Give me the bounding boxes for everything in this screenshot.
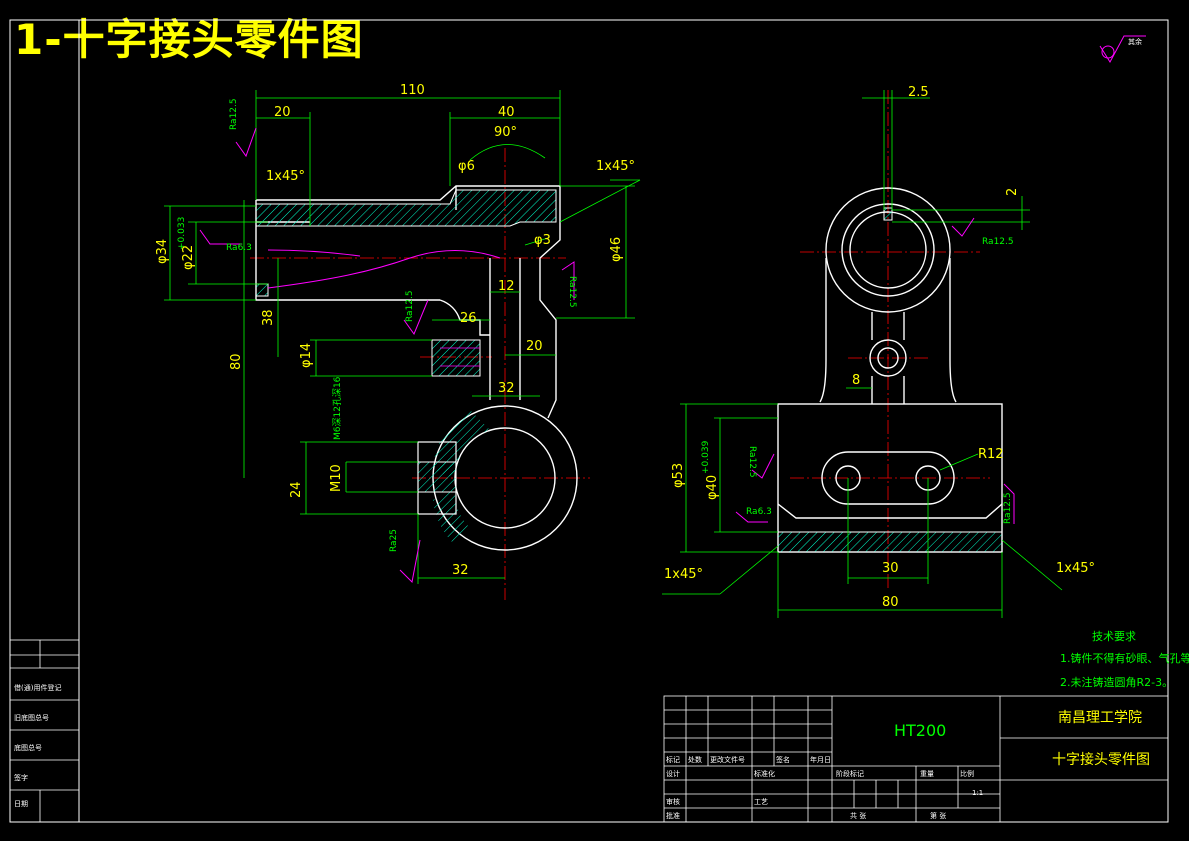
dim-text: φ40 <box>705 475 720 500</box>
outer-frame <box>9 19 1169 823</box>
tech-req-heading: 技术要求 <box>1092 630 1136 643</box>
dim-text: 80 <box>882 595 899 610</box>
dim-text: 20 <box>274 105 291 120</box>
tb-label: 签名 <box>776 755 790 764</box>
dim-text: 30 <box>882 561 899 576</box>
dim-text: φ34 <box>155 239 170 264</box>
tb-label: 重量 <box>920 770 934 778</box>
roughness-label: Ra12.5 <box>747 446 757 478</box>
dim-text: 8 <box>852 373 860 388</box>
strip-label: 旧底图总号 <box>14 713 49 722</box>
roughness-label: Ra12.5 <box>982 237 1014 247</box>
scale-value: 1:1 <box>972 789 983 797</box>
dim-text: 80 <box>229 353 244 370</box>
strip-label: 借(通)用件登记 <box>14 683 61 692</box>
dim-text: 1x45° <box>664 567 703 582</box>
dim-text: +0.033 <box>177 217 187 250</box>
tb-label: 标记 <box>666 755 680 764</box>
tb-label: 第 张 <box>930 811 946 820</box>
dim-text: 32 <box>498 381 515 396</box>
dim-text: 1x45° <box>596 159 635 174</box>
tb-label: 审核 <box>666 797 680 806</box>
dim-text: 1x45° <box>266 169 305 184</box>
side-view <box>662 90 1063 618</box>
dim-text: 24 <box>289 481 304 498</box>
dim-text: +0.039 <box>701 440 711 474</box>
dim-text: 2 <box>1005 188 1020 196</box>
hatch-bottom-lip <box>255 283 269 297</box>
tb-label: 工艺 <box>754 798 768 806</box>
roughness-label: Ra12.5 <box>229 98 239 130</box>
dim-text: φ53 <box>671 463 686 488</box>
inner-frame <box>78 19 1169 823</box>
roughness-label: Ra25 <box>389 529 399 552</box>
dim-text: 90° <box>494 125 517 140</box>
dim-text: φ46 <box>609 237 624 262</box>
title-block <box>663 695 1169 823</box>
side-strip <box>9 639 80 823</box>
roughness-label: Ra12.5 <box>567 276 577 308</box>
roughness-label: Ra6.3 <box>226 243 252 253</box>
tb-label: 处数 <box>688 755 702 764</box>
dim-text: 32 <box>452 563 469 578</box>
tb-label: 更改文件号 <box>710 755 745 764</box>
dim-text: φ6 <box>458 159 475 174</box>
front-view <box>164 90 641 600</box>
roughness-label: Ra6.3 <box>746 507 772 517</box>
tech-req-item: 2.未注铸造圆角R2-3。 <box>1060 675 1173 689</box>
drawing-name: 十字接头零件图 <box>1052 751 1150 768</box>
strip-label: 底图总号 <box>14 743 42 752</box>
dim-text: 110 <box>400 83 425 98</box>
tb-label: 设计 <box>666 769 680 778</box>
tb-label: 标准化 <box>754 769 775 778</box>
roughness-symbol-icon <box>1099 35 1146 63</box>
tb-label: 批准 <box>666 811 680 820</box>
drawing-title: 1-十字接头零件图 <box>14 15 364 64</box>
dim-text: 38 <box>261 309 276 326</box>
dim-text: 40 <box>498 105 515 120</box>
dim-text: R12 <box>978 447 1004 462</box>
tech-req-item: 1.铸件不得有砂眼、气孔等缺陷。 <box>1060 651 1189 665</box>
dim-text: M10 <box>329 464 344 492</box>
global-roughness-text: 其余 <box>1128 37 1142 46</box>
tb-label: 比例 <box>960 769 974 778</box>
tb-label: 年月日 <box>810 755 831 764</box>
dim-text: φ3 <box>534 233 551 248</box>
roughness-label: Ra12.5 <box>1003 492 1013 524</box>
dim-text: 1x45° <box>1056 561 1095 576</box>
school-name: 南昌理工学院 <box>1058 710 1142 726</box>
strip-label: 签字 <box>14 773 28 782</box>
dim-text: M6深12孔深16 <box>332 376 343 440</box>
tb-label: 共 张 <box>850 811 866 820</box>
dim-text: 2.5 <box>908 85 929 100</box>
dim-text: 26 <box>460 311 477 326</box>
material-label: HT200 <box>894 721 946 740</box>
roughness-label: Ra12.5 <box>405 290 415 322</box>
dim-text: 20 <box>526 339 543 354</box>
strip-label: 日期 <box>14 800 28 808</box>
tb-label: 阶段标记 <box>836 769 864 778</box>
dim-text: 12 <box>498 279 515 294</box>
hatch-top <box>255 189 557 227</box>
dim-text: φ14 <box>299 343 314 368</box>
dim-text: φ22 <box>181 245 196 270</box>
